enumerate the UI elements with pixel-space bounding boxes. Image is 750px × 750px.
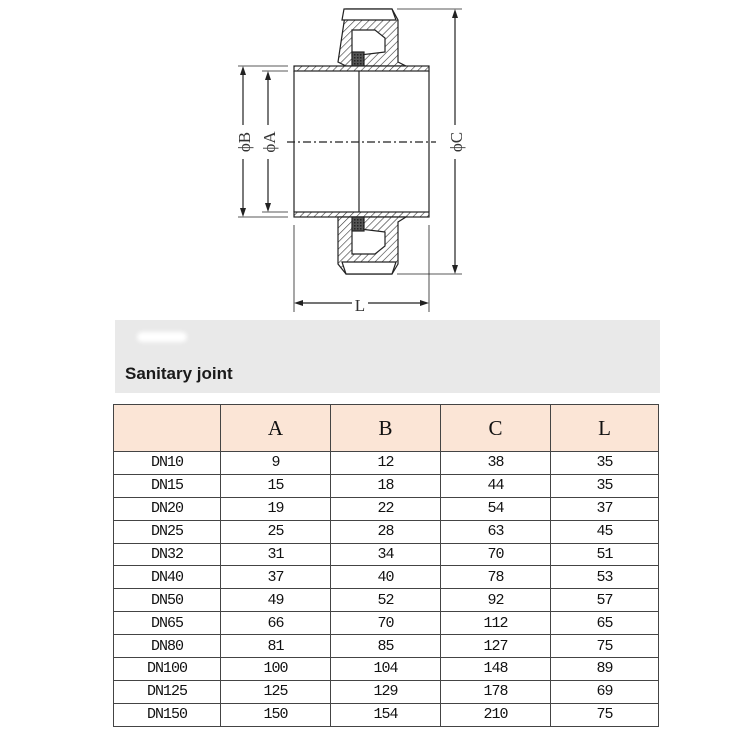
cell-l: 69 (550, 679, 659, 704)
header-cell-c: C (440, 404, 551, 452)
header-cell-l: L (550, 404, 659, 452)
cell-a: 9 (220, 451, 331, 475)
cell-a: 37 (220, 565, 331, 590)
header-cell-size (113, 404, 221, 452)
cell-c: 127 (440, 634, 551, 659)
cell-size: DN125 (113, 679, 221, 704)
cell-c: 112 (440, 611, 551, 636)
dim-label-b: ϕB (235, 132, 254, 152)
cell-b: 18 (330, 473, 441, 498)
cell-b: 52 (330, 588, 441, 613)
cell-b: 12 (330, 451, 441, 475)
cell-size: DN25 (113, 519, 221, 544)
cell-b: 40 (330, 565, 441, 590)
cell-l: 53 (550, 565, 659, 590)
cell-c: 38 (440, 451, 551, 475)
dim-label-c: ϕC (447, 132, 466, 152)
cell-l: 75 (550, 634, 659, 659)
header-cell-a: A (220, 404, 331, 452)
cell-a: 150 (220, 702, 331, 727)
cell-b: 22 (330, 496, 441, 521)
cell-b: 85 (330, 634, 441, 659)
cell-a: 19 (220, 496, 331, 521)
cell-l: 35 (550, 473, 659, 498)
dim-label-l: L (355, 296, 365, 315)
cell-c: 78 (440, 565, 551, 590)
table-header-row: A B C L (113, 404, 659, 452)
cell-a: 66 (220, 611, 331, 636)
cell-l: 75 (550, 702, 659, 727)
cell-size: DN65 (113, 611, 221, 636)
header-cell-b: B (330, 404, 441, 452)
section-banner: Sanitary joint (115, 320, 660, 393)
cell-b: 104 (330, 657, 441, 681)
cell-size: DN100 (113, 657, 221, 681)
cell-l: 65 (550, 611, 659, 636)
cell-a: 81 (220, 634, 331, 659)
joint-section (238, 8, 462, 312)
cell-c: 92 (440, 588, 551, 613)
cell-a: 49 (220, 588, 331, 613)
cell-c: 44 (440, 473, 551, 498)
cell-l: 45 (550, 519, 659, 544)
cell-a: 15 (220, 473, 331, 498)
cell-b: 70 (330, 611, 441, 636)
cell-size: DN50 (113, 588, 221, 613)
cell-c: 178 (440, 679, 551, 704)
cell-c: 148 (440, 657, 551, 681)
cell-a: 100 (220, 657, 331, 681)
cell-b: 129 (330, 679, 441, 704)
cell-size: DN20 (113, 496, 221, 521)
cell-size: DN15 (113, 473, 221, 498)
cell-a: 125 (220, 679, 331, 704)
cell-l: 57 (550, 588, 659, 613)
section-title: Sanitary joint (125, 364, 233, 383)
cell-size: DN32 (113, 542, 221, 567)
cell-l: 37 (550, 496, 659, 521)
technical-drawing: ϕB ϕA ϕC L (234, 8, 466, 315)
cell-a: 31 (220, 542, 331, 567)
cell-c: 63 (440, 519, 551, 544)
cell-size: DN10 (113, 451, 221, 475)
cell-l: 35 (550, 451, 659, 475)
cell-l: 89 (550, 657, 659, 681)
cell-a: 25 (220, 519, 331, 544)
cell-l: 51 (550, 542, 659, 567)
cell-b: 34 (330, 542, 441, 567)
blurred-mark (137, 332, 187, 342)
cell-b: 154 (330, 702, 441, 727)
cell-c: 54 (440, 496, 551, 521)
dim-label-a: ϕA (260, 131, 279, 153)
cell-b: 28 (330, 519, 441, 544)
cell-size: DN150 (113, 702, 221, 727)
cell-size: DN40 (113, 565, 221, 590)
cell-size: DN80 (113, 634, 221, 659)
cell-c: 70 (440, 542, 551, 567)
cell-c: 210 (440, 702, 551, 727)
